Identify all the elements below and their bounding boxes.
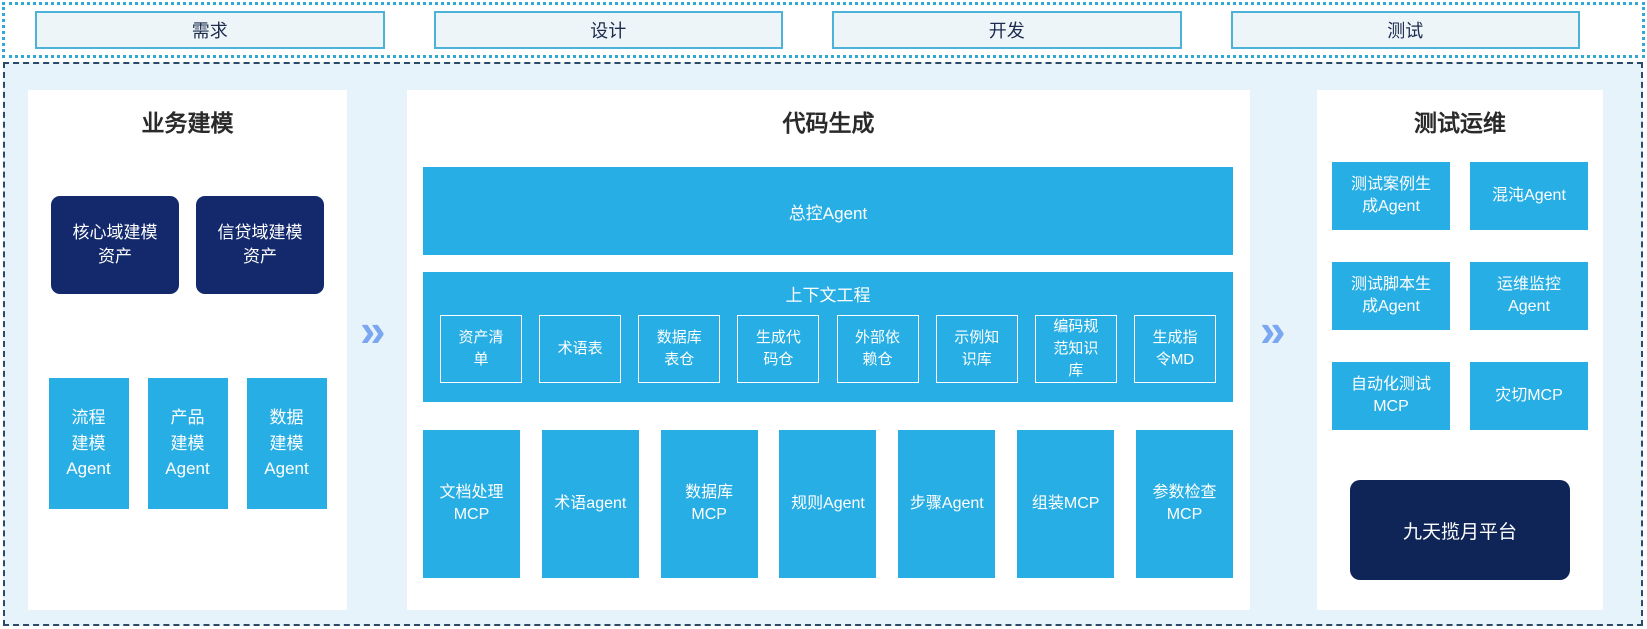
master-agent-bar: 总控Agent [423,167,1233,255]
assembly-mcp-box: 组装MCP [1017,430,1115,578]
test-ops-grid: 测试案例生成Agent 混沌Agent 测试脚本生成Agent 运维监控Agen… [1317,162,1603,430]
glossary-agent-box: 术语agent [541,430,639,578]
business-modeling-panel: 业务建模 核心域建模资产 信贷域建模资产 流程建模Agent 产品建模Agent… [28,90,347,610]
test-case-gen-agent-box: 测试案例生成Agent [1332,162,1450,230]
tools-row: 文档处理MCP 术语agent 数据库MCP 规则Agent 步骤Agent 组… [423,430,1233,578]
context-engineering-box: 上下文工程 资产清单 术语表 数据库表仓 生成代码仓 外部依赖仓 示例知识库 编… [423,272,1233,402]
glossary-box: 术语表 [539,315,622,383]
param-check-mcp-box: 参数检查MCP [1135,430,1233,578]
auto-test-mcp-box: 自动化测试MCP [1332,362,1450,430]
example-knowledge-base-box: 示例知识库 [935,315,1018,383]
phase-strip: 需求 设计 开发 测试 [2,2,1645,58]
generated-code-repo-box: 生成代码仓 [737,315,820,383]
jiutian-lanyue-platform-box: 九天揽月平台 [1350,480,1570,580]
ops-monitor-agent-box: 运维监控Agent [1470,262,1588,330]
process-modeling-agent-box: 流程建模Agent [48,378,129,509]
phase-requirements: 需求 [35,11,385,49]
business-modeling-title: 业务建模 [141,110,234,136]
context-items-row: 资产清单 术语表 数据库表仓 生成代码仓 外部依赖仓 示例知识库 编码规范知识库… [423,315,1233,383]
credit-domain-asset-box: 信贷域建模资产 [196,196,324,294]
modeling-agents-row: 流程建模Agent 产品建模Agent 数据建模Agent [28,378,347,509]
modeling-assets-row: 核心域建模资产 信贷域建模资产 [28,196,347,294]
product-modeling-agent-box: 产品建模Agent [147,378,228,509]
context-engineering-title: 上下文工程 [785,286,871,305]
doc-processing-mcp-box: 文档处理MCP [423,430,520,578]
asset-list-box: 资产清单 [440,315,522,383]
main-region: 业务建模 核心域建模资产 信贷域建模资产 流程建模Agent 产品建模Agent… [3,62,1643,626]
phase-testing: 测试 [1230,11,1580,49]
database-mcp-box: 数据库MCP [660,430,758,578]
phase-design: 设计 [433,11,783,49]
data-modeling-agent-box: 数据建模Agent [246,378,327,509]
db-table-repo-box: 数据库表仓 [638,315,721,383]
rule-agent-box: 规则Agent [779,430,877,578]
chevron-arrow-icon: » [1260,304,1286,356]
external-dependency-repo-box: 外部依赖仓 [836,315,919,383]
database-mcp-label: 数据库MCP [685,483,734,523]
chaos-agent-box: 混沌Agent [1470,162,1588,230]
coding-standard-kb-box: 编码规范知识库 [1034,315,1117,383]
instruction-md-box: 生成指令MD [1133,315,1216,383]
core-domain-asset-box: 核心域建模资产 [51,196,179,294]
test-ops-panel: 测试运维 测试案例生成Agent 混沌Agent 测试脚本生成Agent 运维监… [1317,90,1603,610]
code-generation-title: 代码生成 [782,110,875,136]
phase-development: 开发 [832,11,1182,49]
code-generation-panel: 代码生成 总控Agent 上下文工程 资产清单 术语表 数据库表仓 生成代码仓 … [407,90,1250,610]
disaster-switch-mcp-box: 灾切MCP [1470,362,1588,430]
test-script-gen-agent-box: 测试脚本生成Agent [1332,262,1450,330]
chevron-arrow-icon: » [360,304,386,356]
test-ops-title: 测试运维 [1414,110,1506,136]
step-agent-box: 步骤Agent [898,430,996,578]
